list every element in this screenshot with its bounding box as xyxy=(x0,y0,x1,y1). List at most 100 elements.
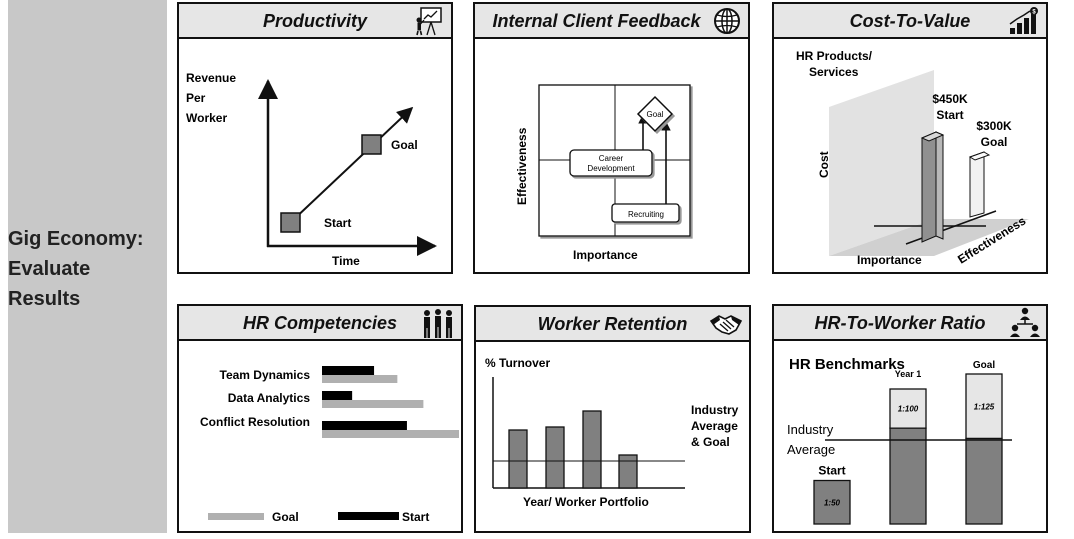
retention-ylabel: % Turnover xyxy=(485,356,550,370)
productivity-header: Productivity xyxy=(179,4,451,39)
sidebar-title-line: Results xyxy=(8,288,81,310)
ratio-value-label: 1:125 xyxy=(974,402,995,411)
feedback-box-career-label: Development xyxy=(587,164,635,173)
ratio-panel: HR-To-Worker Ratio HR Benchmarks Industr… xyxy=(772,304,1048,533)
cost-start-bar xyxy=(920,131,945,243)
retention-bar xyxy=(618,454,638,489)
competency-label: Data Analytics xyxy=(228,391,311,405)
productivity-ylabel: Revenue xyxy=(186,71,236,85)
competency-label: Team Dynamics xyxy=(220,368,311,382)
feedback-diagram: Effectiveness Importance Career Developm… xyxy=(515,84,691,262)
people-group-icon xyxy=(424,309,452,338)
ratio-title: HR-To-Worker Ratio xyxy=(814,313,986,333)
retention-header: Worker Retention xyxy=(476,307,749,342)
retention-chart: % Turnover Industry Average & Goal Year/… xyxy=(485,356,739,509)
retention-ref-label: & Goal xyxy=(691,435,730,449)
ratio-category-label: Year 1 xyxy=(895,369,922,379)
sidebar-title-line: Evaluate xyxy=(8,258,91,280)
productivity-ylabel: Worker xyxy=(186,111,227,125)
competency-goal-bar xyxy=(322,430,459,438)
ratio-category-label: Start xyxy=(818,464,845,478)
productivity-trend-line xyxy=(290,106,414,223)
cost-goal-label: Goal xyxy=(981,135,1008,149)
competency-goal-bar xyxy=(322,375,398,383)
ratio-chart: HR Benchmarks Industry Average 1:50 Start… xyxy=(787,356,1012,525)
competencies-header: HR Competencies xyxy=(179,306,461,341)
feedback-box-recruiting-label: Recruiting xyxy=(628,210,664,219)
retention-bar xyxy=(508,429,528,489)
cost-panel: Cost-To-Value $ HR Products/ Services Co… xyxy=(772,2,1048,274)
productivity-xlabel: Time xyxy=(332,254,360,268)
retention-title: Worker Retention xyxy=(537,314,688,334)
presentation-icon xyxy=(416,7,442,36)
retention-panel: Worker Retention % Turnover Industry Ave… xyxy=(474,305,751,533)
feedback-box-career-label: Career xyxy=(599,154,624,163)
legend-start-swatch xyxy=(338,512,399,520)
ratio-bar-upper xyxy=(965,373,1003,440)
cost-title: Cost-To-Value xyxy=(849,11,971,31)
org-network-icon xyxy=(1010,307,1040,337)
handshake-icon xyxy=(709,315,743,335)
competencies-title: HR Competencies xyxy=(242,313,398,333)
ratio-value-label: 1:100 xyxy=(898,405,919,414)
cost-diagram: HR Products/ Services Cost $450K Start $… xyxy=(796,49,1029,267)
sidebar-title: Gig Economy: Evaluate Results xyxy=(8,224,158,314)
retention-ref-label: Average xyxy=(691,419,738,433)
productivity-goal-marker xyxy=(361,134,382,155)
ratio-bar-lower xyxy=(813,479,851,525)
legend-goal-swatch xyxy=(208,513,264,520)
retention-ref-label: Industry xyxy=(691,403,739,417)
productivity-start-marker xyxy=(280,212,301,233)
competency-start-bar xyxy=(322,366,375,375)
competency-start-bar xyxy=(322,391,353,400)
cost-back-wall xyxy=(829,70,934,256)
ratio-bar-lower xyxy=(965,437,1003,525)
legend-goal-label: Goal xyxy=(272,510,299,524)
svg-text:$: $ xyxy=(1032,10,1036,16)
competencies-panel: HR Competencies Team Dynamics Data Analy… xyxy=(177,304,463,533)
retention-bar xyxy=(545,426,565,489)
productivity-title: Productivity xyxy=(262,11,368,31)
cost-start-label: Start xyxy=(936,108,963,122)
feedback-goal-diamond xyxy=(636,95,674,133)
productivity-start-label: Start xyxy=(324,216,351,230)
ratio-category-label: Goal xyxy=(973,360,995,371)
retention-bar xyxy=(582,410,602,489)
productivity-diagram: Revenue Per Worker Start Goal Time xyxy=(186,71,437,268)
feedback-ylabel: Effectiveness xyxy=(515,127,529,205)
competency-start-bar xyxy=(322,421,407,430)
cost-ylabel: Cost xyxy=(817,151,831,178)
feedback-box-recruiting xyxy=(611,203,680,223)
cost-header: Cost-To-Value $ xyxy=(774,4,1046,39)
ratio-bar-lower xyxy=(889,427,927,525)
competency-goal-bar xyxy=(322,400,424,408)
feedback-goal-label: Goal xyxy=(647,110,664,119)
feedback-panel: Internal Client Feedback Effectiveness I… xyxy=(473,2,750,274)
feedback-xlabel: Importance xyxy=(573,248,638,262)
cost-goal-bar xyxy=(968,151,991,218)
feedback-header: Internal Client Feedback xyxy=(475,4,748,39)
cost-xlabel: Importance xyxy=(857,253,922,267)
retention-xlabel: Year/ Worker Portfolio xyxy=(523,495,649,509)
sidebar-title-line: Gig Economy: xyxy=(8,228,144,250)
competency-label: Conflict Resolution xyxy=(200,415,310,429)
feedback-box-career xyxy=(569,149,653,177)
sidebar xyxy=(8,0,167,533)
competencies-chart: Team Dynamics Data Analytics Conflict Re… xyxy=(200,366,459,524)
ratio-header: HR-To-Worker Ratio xyxy=(774,306,1046,341)
growth-chart-icon: $ xyxy=(1009,7,1038,34)
productivity-panel: Productivity Revenue Per Worker Start Go… xyxy=(177,2,453,274)
productivity-goal-label: Goal xyxy=(391,138,418,152)
cost-goal-label: $300K xyxy=(976,119,1012,133)
cost-floor-axis xyxy=(905,210,997,245)
ratio-industry-label: Average xyxy=(787,442,835,457)
cost-wall-label: HR Products/ xyxy=(796,49,873,63)
feedback-title: Internal Client Feedback xyxy=(492,11,701,31)
ratio-industry-label: Industry xyxy=(787,422,834,437)
ratio-heading: HR Benchmarks xyxy=(789,356,905,373)
productivity-ylabel: Per xyxy=(186,91,206,105)
ratio-value-label: 1:50 xyxy=(824,498,841,507)
legend-start-label: Start xyxy=(402,510,429,524)
globe-icon xyxy=(714,8,740,34)
cost-start-label: $450K xyxy=(932,92,968,106)
